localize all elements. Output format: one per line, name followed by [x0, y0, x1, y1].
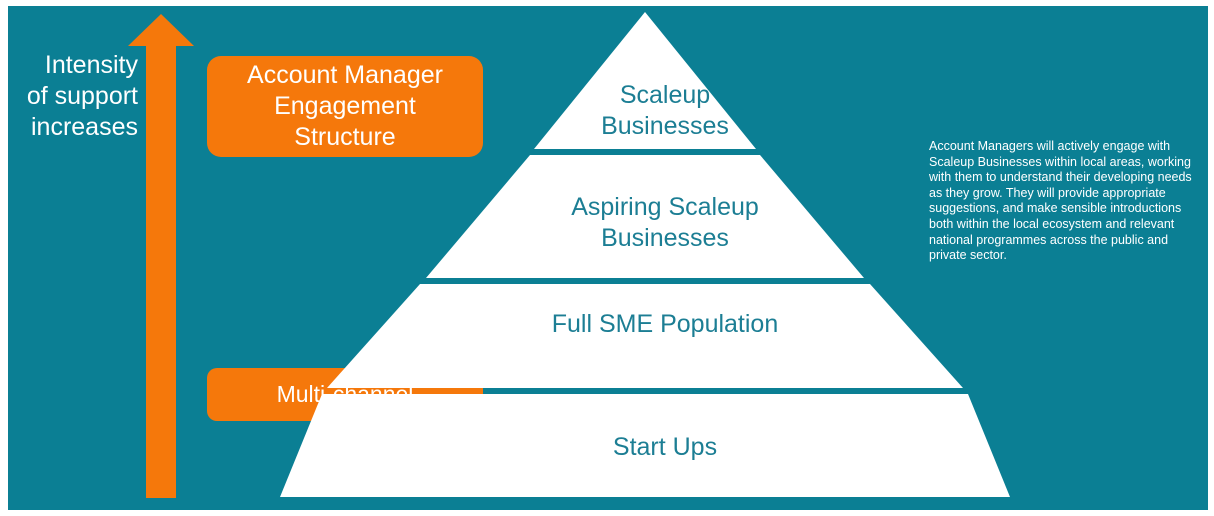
- tier-label-start-ups: Start Ups: [612, 433, 718, 461]
- tier-aspiring: [426, 155, 864, 278]
- intensity-label: Intensity of support increases: [26, 51, 138, 141]
- up-arrow-icon: [128, 14, 194, 498]
- tier-label-aspiring: Aspiring Scaleup Businesses: [571, 193, 759, 252]
- pyramid: [280, 12, 1010, 497]
- tier-label-full-sme: Full SME Population: [551, 310, 779, 338]
- tier-full-sme: [327, 284, 963, 388]
- tier-scaleup: [534, 12, 756, 149]
- tier-label-scaleup: Scaleup Businesses: [601, 81, 729, 140]
- description-text: Account Managers will actively engage wi…: [929, 139, 1192, 263]
- account-manager-box: Account Manager Engagement Structure: [207, 56, 483, 157]
- tier-start-ups: [280, 394, 1010, 497]
